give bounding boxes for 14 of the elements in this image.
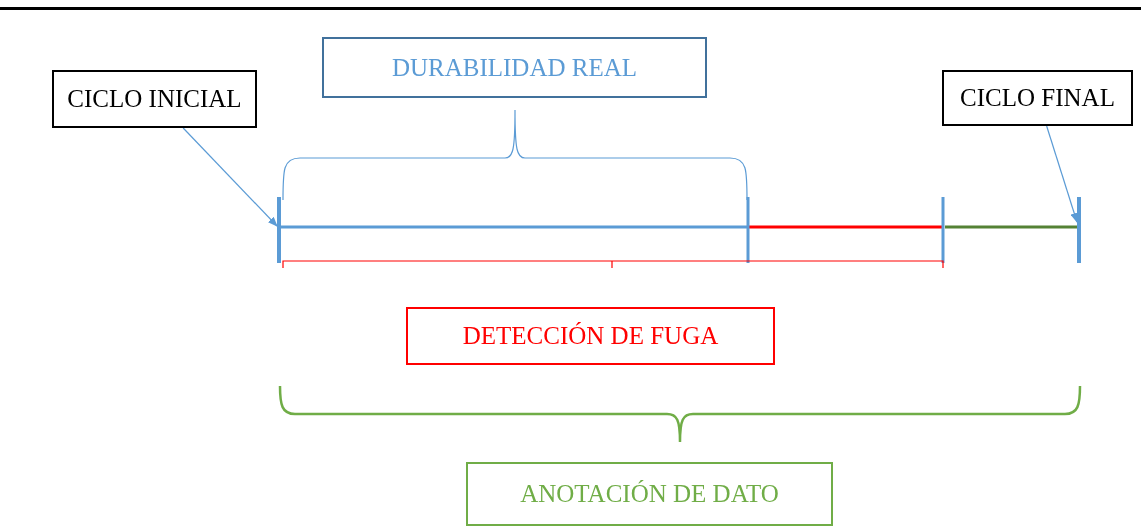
box-label: CICLO INICIAL bbox=[67, 85, 242, 113]
label-box bbox=[322, 37, 707, 98]
label-box bbox=[52, 70, 257, 128]
leader-arrow bbox=[1046, 125, 1079, 223]
box-label: DETECCIÓN DE FUGA bbox=[462, 322, 719, 350]
box-label: CICLO FINAL bbox=[960, 84, 1115, 112]
label-box bbox=[942, 70, 1133, 126]
timeline-tick bbox=[277, 197, 281, 263]
box-label: DURABILIDAD REAL bbox=[391, 53, 638, 82]
box-label: ANOTACIÓN DE DATO bbox=[520, 480, 779, 508]
label-box bbox=[466, 462, 833, 526]
label-box bbox=[406, 307, 775, 365]
timeline-tick bbox=[1077, 197, 1081, 263]
leader-arrow bbox=[182, 127, 278, 227]
